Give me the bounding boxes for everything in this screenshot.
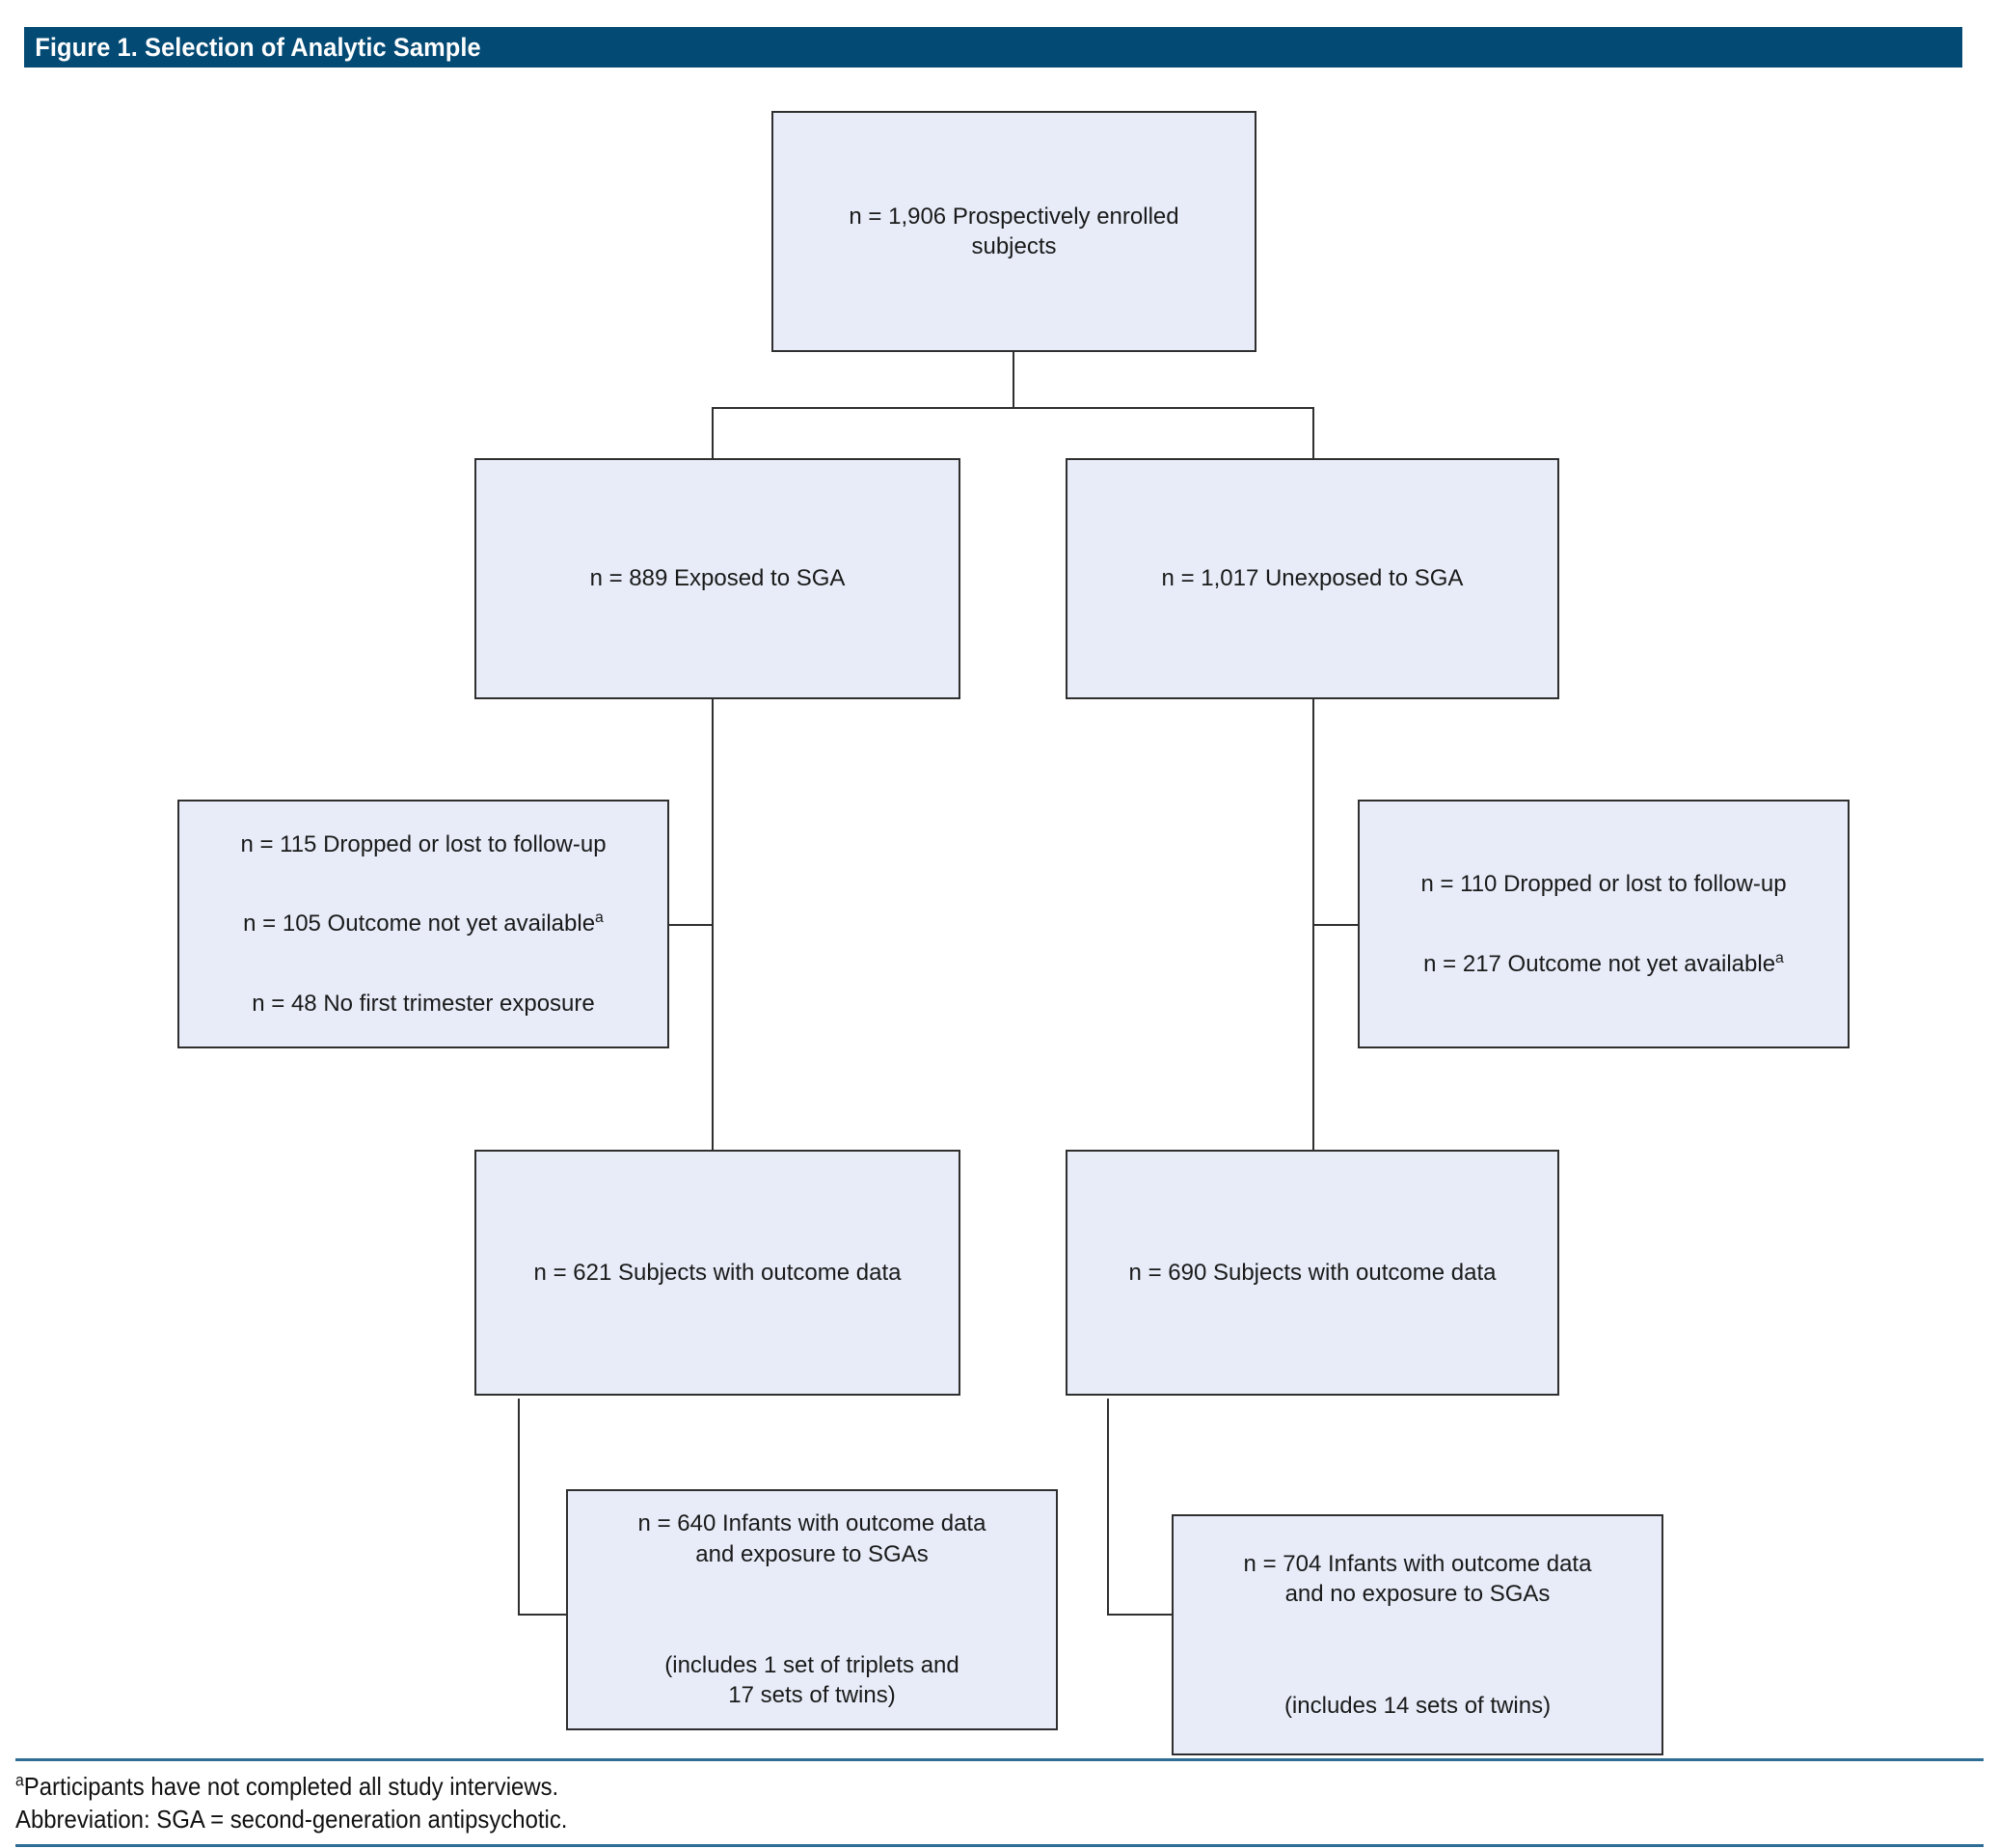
exclusion-right-line-1: n = 110 Dropped or lost to follow-up [1420,871,1787,898]
node-subjects-unexposed: n = 690 Subjects with outcome data [1066,1150,1559,1396]
flowchart-canvas: n = 1,906 Prospectively enrolled subject… [177,111,1850,1755]
exclusion-left-line-2-text: n = 105 Outcome not yet available [243,910,596,938]
connector-split-right-down [1312,407,1314,461]
node-exclusions-exposed: n = 115 Dropped or lost to follow-up n =… [177,800,669,1048]
node-exposed-label: n = 889 Exposed to SGA [589,565,846,592]
paragraph-spacer [1185,1640,1650,1661]
infants-exposed-para-2: (includes 1 set of triplets and 17 sets … [664,1652,959,1709]
connector-exclusion-left-stub [667,924,714,926]
infants-exposed-para-1: n = 640 Infants with outcome data and ex… [637,1510,986,1567]
node-enrolled-label: n = 1,906 Prospectively enrolled subject… [849,203,1179,259]
node-unexposed: n = 1,017 Unexposed to SGA [1066,458,1559,699]
footnote-note-1: aParticipants have not completed all stu… [15,1771,1826,1804]
footnote-marker-a: a [15,1770,24,1790]
exclusion-left-line-2: n = 105 Outcome not yet availablea [191,909,656,938]
node-exclusions-exposed-lines: n = 115 Dropped or lost to follow-up n =… [179,800,667,1048]
node-exposed: n = 889 Exposed to SGA [474,458,960,699]
node-infants-unexposed-label: n = 704 Infants with outcome data and no… [1174,1519,1661,1751]
footnote-note-1-text: Participants have not completed all stud… [23,1772,559,1801]
footnote-note-2: Abbreviation: SGA = second-generation an… [15,1804,568,1834]
exclusion-right-line-2: n = 217 Outcome not yet availablea [1371,949,1836,979]
connector-exclusion-right-stub [1312,924,1359,926]
infants-unexposed-para-2: (includes 14 sets of twins) [1283,1692,1552,1719]
node-exclusions-unexposed: n = 110 Dropped or lost to follow-up n =… [1358,800,1850,1048]
infants-unexposed-para-1: n = 704 Infants with outcome data and no… [1243,1551,1592,1608]
node-unexposed-label: n = 1,017 Unexposed to SGA [1161,565,1464,592]
node-subjects-exposed-label: n = 621 Subjects with outcome data [533,1259,902,1286]
connector-split-left-down [712,407,714,461]
node-infants-unexposed: n = 704 Infants with outcome data and no… [1172,1514,1663,1755]
footnote-marker-a: a [595,910,604,927]
connector-infants-left-horizontal [518,1614,567,1616]
connector-enrolled-down [1013,350,1014,408]
connector-infants-left-vertical [518,1399,520,1616]
exclusion-left-line-1: n = 115 Dropped or lost to follow-up [240,831,607,858]
paragraph-spacer [580,1599,1044,1620]
node-subjects-exposed: n = 621 Subjects with outcome data [474,1150,960,1396]
connector-infants-right-vertical [1107,1399,1109,1616]
node-exclusions-unexposed-lines: n = 110 Dropped or lost to follow-up n =… [1360,839,1848,1009]
node-subjects-unexposed-label: n = 690 Subjects with outcome data [1128,1259,1497,1286]
node-enrolled: n = 1,906 Prospectively enrolled subject… [771,111,1256,352]
page-title: Figure 1. Selection of Analytic Sample [35,32,481,62]
footnote-rule-bottom [15,1843,1984,1847]
footnote-section: aParticipants have not completed all stu… [15,1758,1984,1847]
footnote-marker-a: a [1775,949,1784,966]
connector-split-bar [712,407,1314,409]
exclusion-left-line-3: n = 48 No first trimester exposure [252,990,595,1017]
exclusion-right-line-2-text: n = 217 Outcome not yet available [1423,950,1776,977]
node-infants-exposed-label: n = 640 Infants with outcome data and ex… [568,1479,1056,1741]
footnote-rule-top [15,1758,1984,1761]
connector-infants-right-horizontal [1107,1614,1173,1616]
node-infants-exposed: n = 640 Infants with outcome data and ex… [566,1489,1058,1730]
figure-title-bar: Figure 1. Selection of Analytic Sample [24,27,1962,68]
